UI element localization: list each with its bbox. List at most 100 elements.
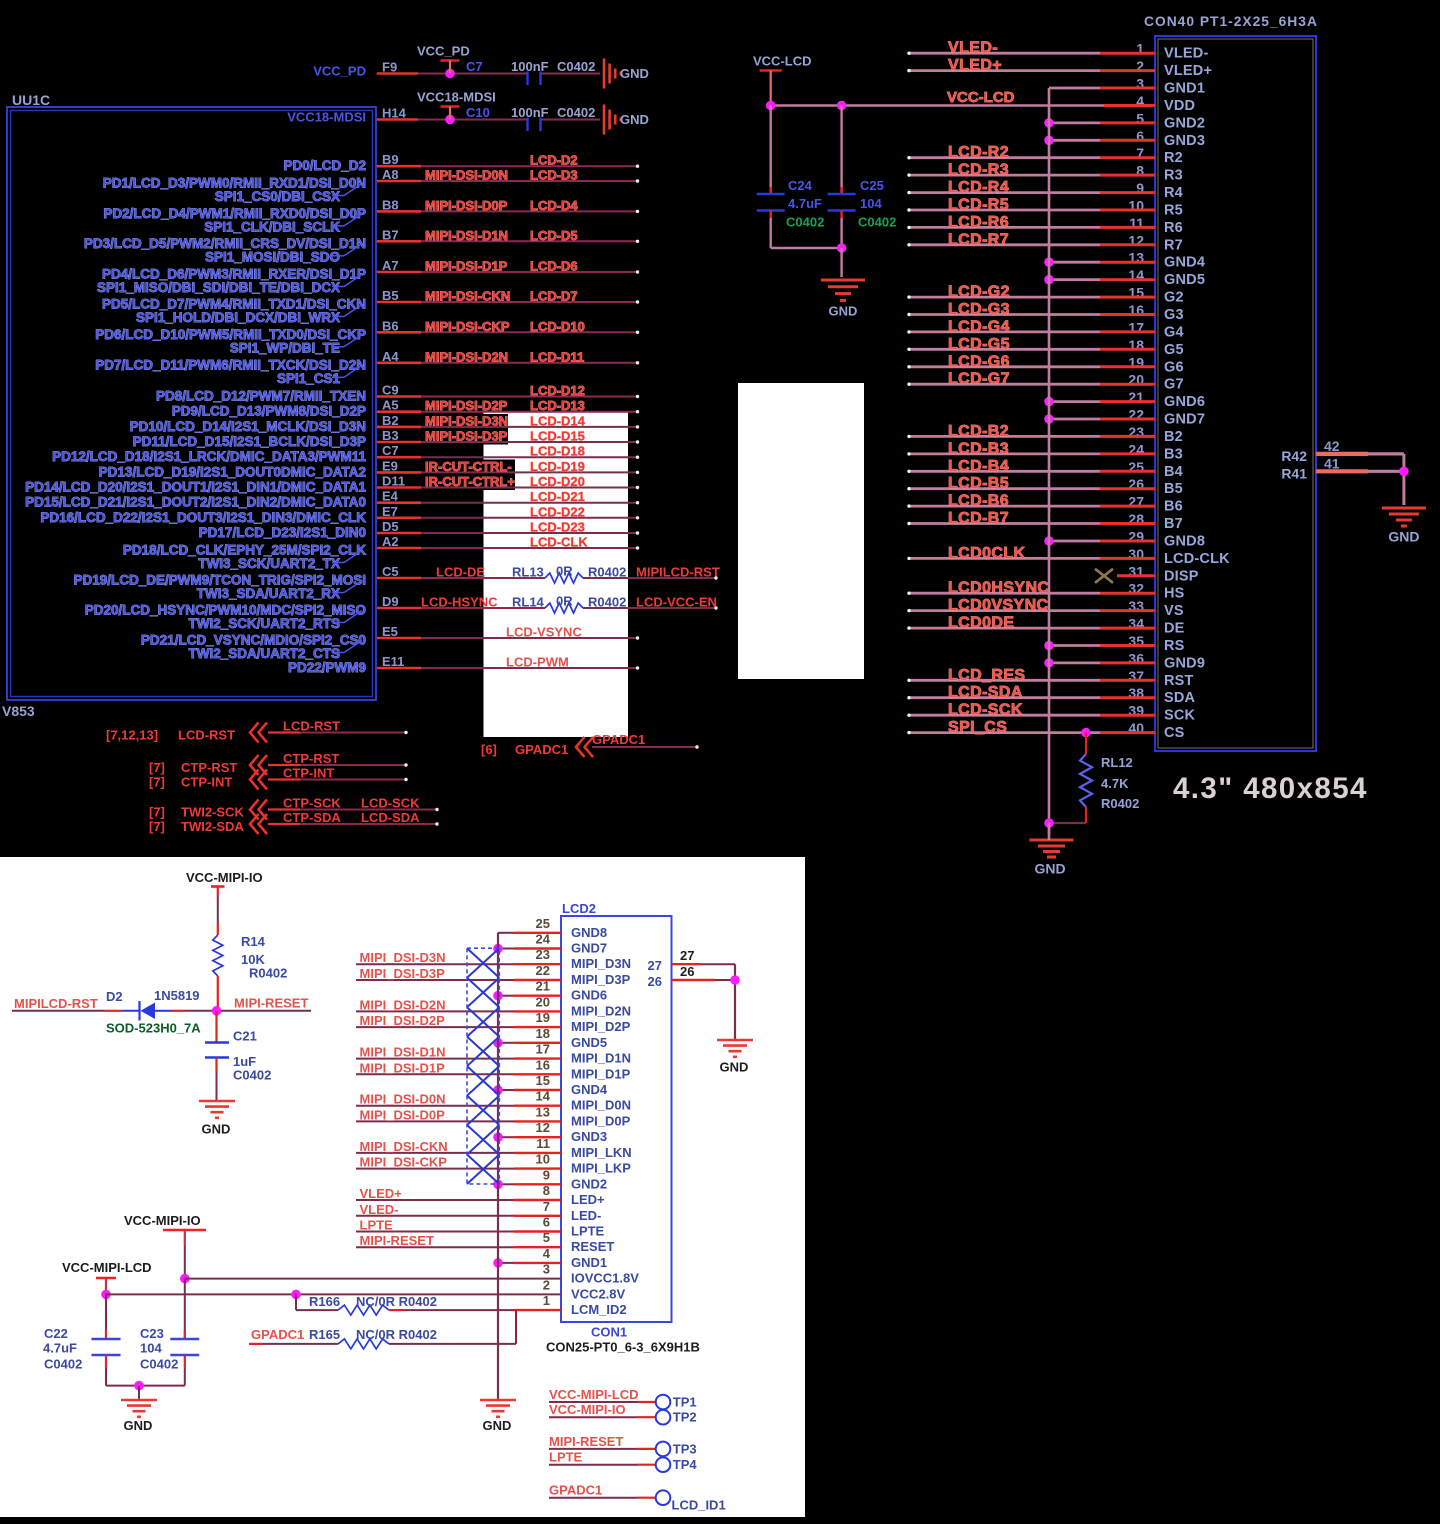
svg-text:15: 15 [536, 1073, 550, 1088]
svg-text:TWI3_SDA/UART2_RX: TWI3_SDA/UART2_RX [197, 586, 340, 601]
svg-text:PD2/LCD_D4/PWM1/RMII_RXD0/DSI_: PD2/LCD_D4/PWM1/RMII_RXD0/DSI_D0P [103, 206, 366, 221]
svg-text:LCD-R4: LCD-R4 [948, 179, 1009, 196]
svg-text:SPI1_WP/DBI_TE: SPI1_WP/DBI_TE [230, 340, 340, 355]
svg-text:MIPI_DSI-D2P: MIPI_DSI-D2P [360, 1013, 446, 1028]
svg-text:23: 23 [536, 947, 550, 962]
svg-text:E4: E4 [382, 489, 399, 504]
svg-text:R166: R166 [309, 1294, 340, 1309]
svg-text:D5: D5 [382, 519, 399, 534]
svg-text:LCD-D4: LCD-D4 [530, 198, 578, 213]
svg-text:VCC18-MDSI: VCC18-MDSI [417, 90, 496, 105]
svg-text:RESET: RESET [571, 1239, 614, 1254]
svg-text:4.3" 480x854: 4.3" 480x854 [1173, 772, 1368, 805]
svg-text:22: 22 [536, 963, 550, 978]
svg-text:MIPI_DSI-CKN: MIPI_DSI-CKN [360, 1139, 448, 1154]
svg-text:C0402: C0402 [44, 1357, 82, 1372]
svg-text:SPI1_CS1: SPI1_CS1 [277, 371, 341, 386]
svg-text:MIPI_D2N: MIPI_D2N [571, 1003, 631, 1018]
svg-text:GND3: GND3 [1164, 133, 1205, 149]
svg-text:MIPI_D1P: MIPI_D1P [571, 1066, 631, 1081]
svg-text:MIPI-RESET: MIPI-RESET [234, 996, 308, 1011]
svg-text:R2: R2 [1164, 150, 1183, 166]
svg-text:D9: D9 [382, 594, 399, 609]
svg-text:LCD0CLK: LCD0CLK [948, 545, 1026, 562]
svg-text:LCD-HSYNC: LCD-HSYNC [421, 595, 498, 610]
svg-text:1: 1 [543, 1293, 550, 1308]
svg-text:25: 25 [536, 916, 550, 931]
svg-text:G2: G2 [1164, 290, 1184, 306]
svg-text:VCC-LCD: VCC-LCD [947, 89, 1015, 106]
svg-text:41: 41 [1324, 455, 1340, 471]
svg-text:LCD-R6: LCD-R6 [948, 214, 1009, 231]
svg-text:CTP-INT: CTP-INT [181, 775, 232, 790]
svg-text:VLED-: VLED- [1164, 46, 1209, 62]
svg-text:MIPI_D1N: MIPI_D1N [571, 1051, 631, 1066]
svg-text:GND8: GND8 [571, 925, 607, 940]
svg-text:RS: RS [1164, 638, 1185, 654]
svg-text:C21: C21 [233, 1029, 257, 1044]
svg-text:G7: G7 [1164, 377, 1184, 393]
svg-text:MIPI_DSI-D3P: MIPI_DSI-D3P [360, 966, 446, 981]
svg-text:R4: R4 [1164, 185, 1183, 201]
svg-text:VLED-: VLED- [948, 40, 998, 57]
svg-text:GND1: GND1 [571, 1255, 607, 1270]
svg-text:GND2: GND2 [1164, 115, 1205, 131]
svg-text:CTP-RST: CTP-RST [181, 760, 237, 775]
svg-text:B2: B2 [382, 413, 399, 428]
svg-text:20: 20 [536, 994, 550, 1009]
svg-text:MIPI_DSI-D0N: MIPI_DSI-D0N [360, 1092, 446, 1107]
svg-text:LCD-DE: LCD-DE [436, 565, 485, 580]
svg-text:LCD-CLK: LCD-CLK [1164, 551, 1230, 567]
svg-text:VCC-MIPI-LCD: VCC-MIPI-LCD [549, 1387, 639, 1402]
svg-text:PD9/LCD_D13/PWM8/DSI_D2P: PD9/LCD_D13/PWM8/DSI_D2P [172, 404, 366, 419]
svg-text:RL13: RL13 [512, 565, 544, 580]
svg-text:GPADC1: GPADC1 [592, 732, 645, 747]
svg-text:CTP-INT: CTP-INT [283, 766, 334, 781]
svg-text:IR-CUT-CTRL-: IR-CUT-CTRL- [425, 459, 512, 474]
svg-text:R0402: R0402 [588, 565, 626, 580]
svg-text:LCD-G6: LCD-G6 [948, 353, 1010, 370]
svg-text:A5: A5 [382, 398, 399, 413]
svg-text:GND9: GND9 [1164, 655, 1205, 671]
svg-text:G4: G4 [1164, 324, 1184, 340]
svg-text:6: 6 [1136, 128, 1144, 144]
svg-text:IR-CUT-CTRL+: IR-CUT-CTRL+ [425, 474, 515, 489]
svg-text:7: 7 [543, 1199, 550, 1214]
svg-text:LCD-B3: LCD-B3 [948, 440, 1009, 457]
svg-text:LCD-D7: LCD-D7 [530, 289, 578, 304]
svg-text:2: 2 [1136, 58, 1144, 74]
svg-text:LPTE: LPTE [549, 1450, 583, 1465]
svg-text:PD10/LCD_D14/I2S1_MCLK/DSI_D3N: PD10/LCD_D14/I2S1_MCLK/DSI_D3N [130, 419, 366, 434]
svg-text:CTP-SDA: CTP-SDA [283, 810, 341, 825]
svg-text:5: 5 [543, 1230, 550, 1245]
svg-text:MIPI_DSI-D1N: MIPI_DSI-D1N [360, 1045, 446, 1060]
svg-text:LCD-D6: LCD-D6 [530, 259, 578, 274]
svg-text:G3: G3 [1164, 307, 1184, 323]
svg-text:MIPI-DSI-D0P: MIPI-DSI-D0P [425, 198, 508, 213]
svg-text:R14: R14 [241, 934, 266, 949]
svg-text:26: 26 [648, 974, 662, 989]
svg-text:GND: GND [1388, 529, 1419, 545]
svg-text:LED-: LED- [571, 1208, 601, 1223]
svg-text:G6: G6 [1164, 359, 1184, 375]
svg-text:4: 4 [1136, 93, 1144, 109]
svg-text:R42: R42 [1281, 448, 1307, 464]
svg-text:LCD-SDA: LCD-SDA [361, 810, 420, 825]
svg-text:SPI1_MOSI/DBI_SDO: SPI1_MOSI/DBI_SDO [205, 249, 340, 264]
svg-text:LCD0HSYNC: LCD0HSYNC [948, 580, 1049, 597]
svg-text:MIPI_D3P: MIPI_D3P [571, 972, 631, 987]
svg-text:VLED+: VLED+ [360, 1186, 403, 1201]
svg-text:SPI1_MISO/DBI_SDI/DBI_TE/DBI_D: SPI1_MISO/DBI_SDI/DBI_TE/DBI_DCX [97, 280, 340, 295]
svg-text:C0402: C0402 [140, 1357, 178, 1372]
svg-text:MIPI_DSI-CKP: MIPI_DSI-CKP [360, 1155, 448, 1170]
svg-text:GND: GND [483, 1418, 512, 1433]
svg-text:12: 12 [536, 1120, 550, 1135]
svg-text:8: 8 [543, 1183, 550, 1198]
svg-text:VS: VS [1164, 603, 1184, 619]
svg-text:5: 5 [1136, 110, 1144, 126]
svg-text:R41: R41 [1281, 465, 1307, 481]
svg-text:LCD-D3: LCD-D3 [530, 168, 578, 183]
svg-text:CON25-PT0_6-3_6X9H1B: CON25-PT0_6-3_6X9H1B [546, 1340, 700, 1355]
svg-text:LCD-D15: LCD-D15 [530, 429, 585, 444]
svg-text:[7]: [7] [149, 775, 165, 790]
